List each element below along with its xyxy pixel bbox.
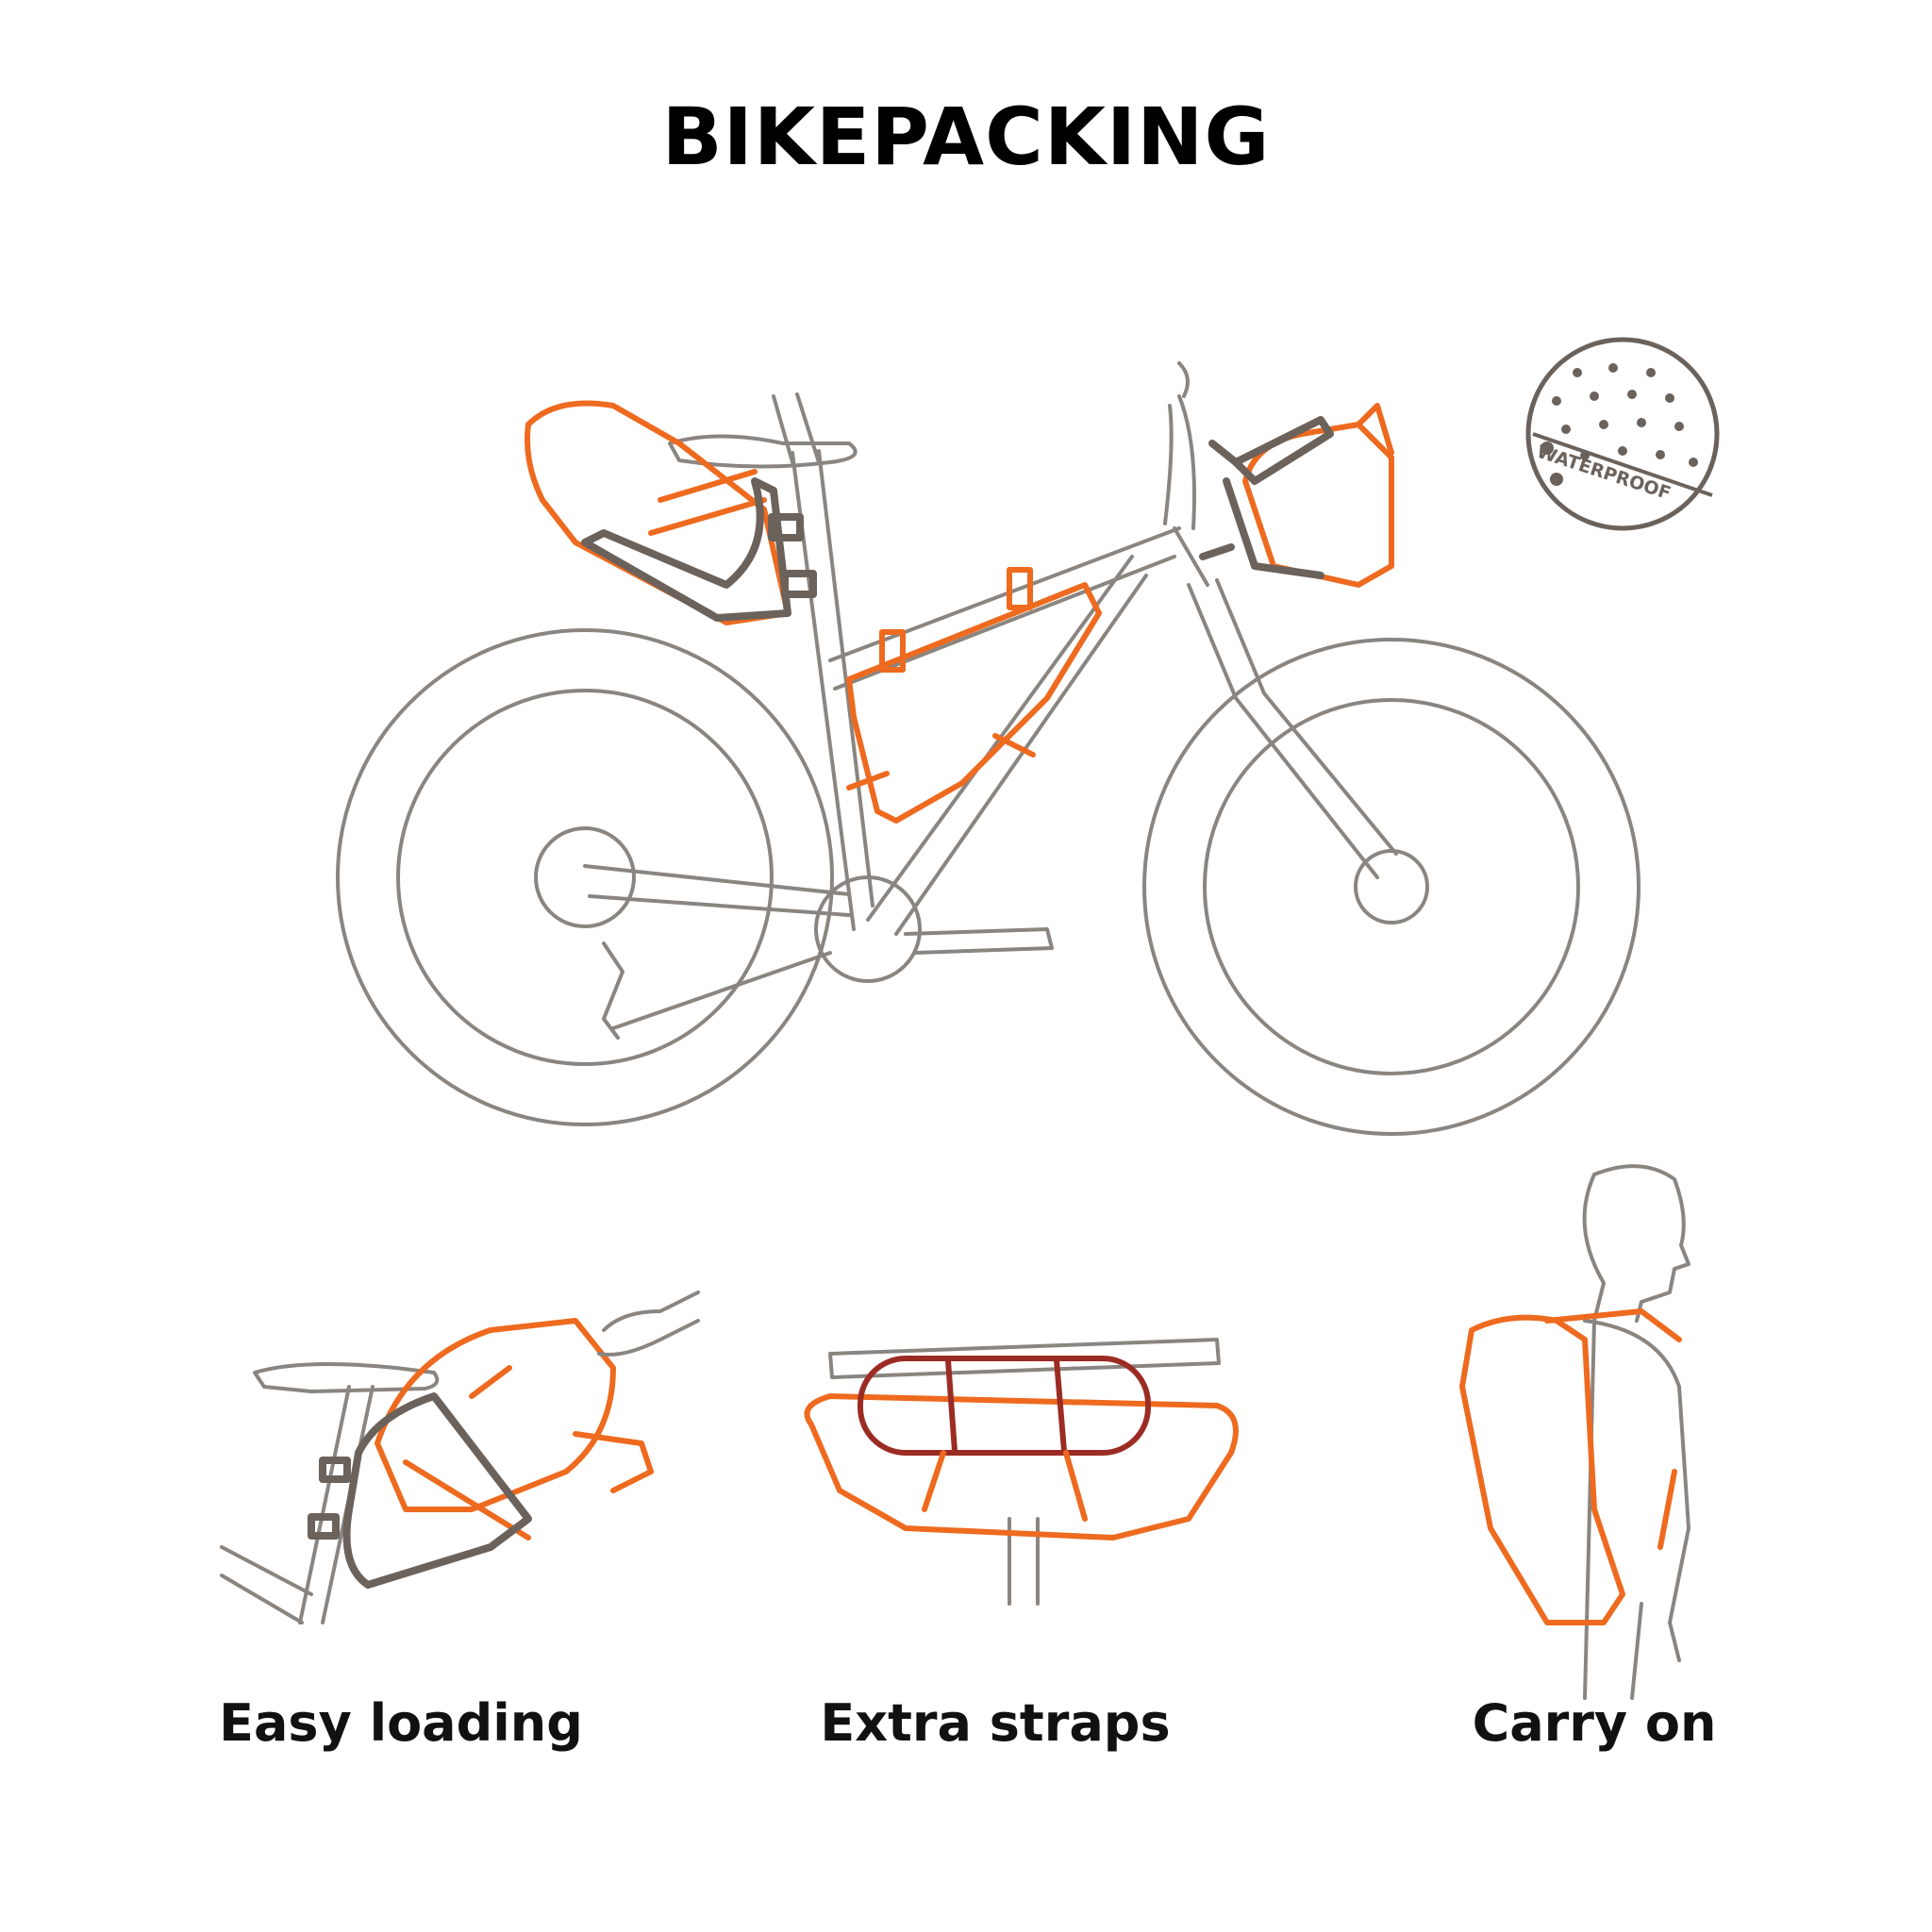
waterproof-badge: WATERPROOF	[1525, 337, 1720, 531]
page-title: BIKEPACKING	[661, 91, 1271, 183]
carry-on-illustration	[1459, 1164, 1690, 1700]
rear-wheel	[336, 628, 834, 1126]
raindrop-icon	[1541, 363, 1698, 486]
feature-label-extra-straps: Extra straps	[820, 1693, 1171, 1753]
handlebar-bag	[1199, 403, 1394, 588]
extra-straps-illustration	[804, 1338, 1239, 1606]
bike-frame	[583, 361, 1398, 1040]
front-wheel	[1142, 638, 1641, 1136]
waterproof-badge-text: WATERPROOF	[1534, 441, 1673, 505]
easy-loading-illustration	[220, 1291, 700, 1624]
frame-bag	[846, 567, 1102, 824]
bike-illustration	[336, 361, 1641, 1136]
feature-label-carry-on: Carry on	[1472, 1693, 1717, 1753]
feature-label-easy-loading: Easy loading	[219, 1693, 583, 1753]
saddle-bag	[525, 400, 817, 625]
